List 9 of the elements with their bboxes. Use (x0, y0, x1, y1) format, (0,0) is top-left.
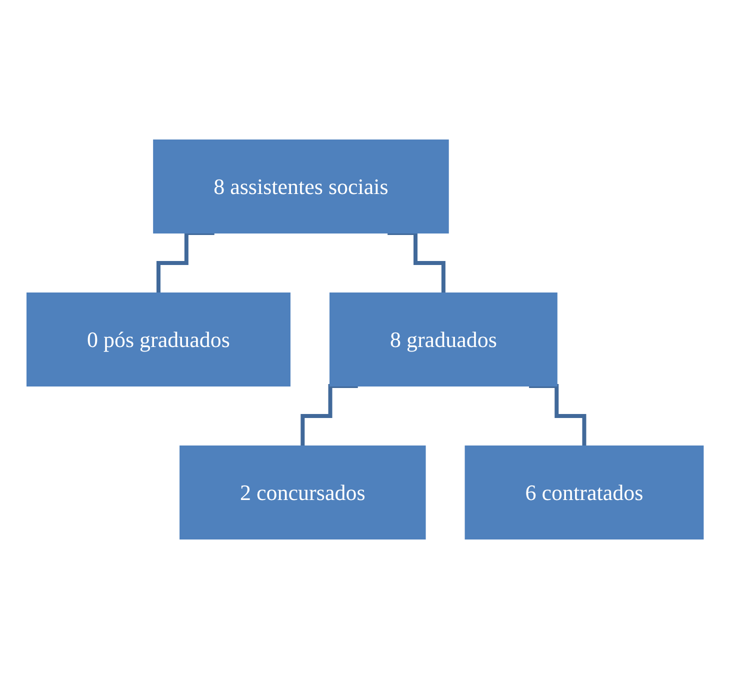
node-box: 6 contratados (465, 446, 704, 540)
connector (301, 384, 358, 448)
node-box: 0 pós graduados (26, 292, 291, 386)
node-box: 8 assistentes sociais (154, 140, 450, 234)
node-box: 2 concursados (180, 446, 426, 540)
connector (156, 231, 215, 295)
node-box: 8 graduados (330, 292, 558, 386)
connector (388, 231, 446, 295)
connector (529, 384, 587, 448)
